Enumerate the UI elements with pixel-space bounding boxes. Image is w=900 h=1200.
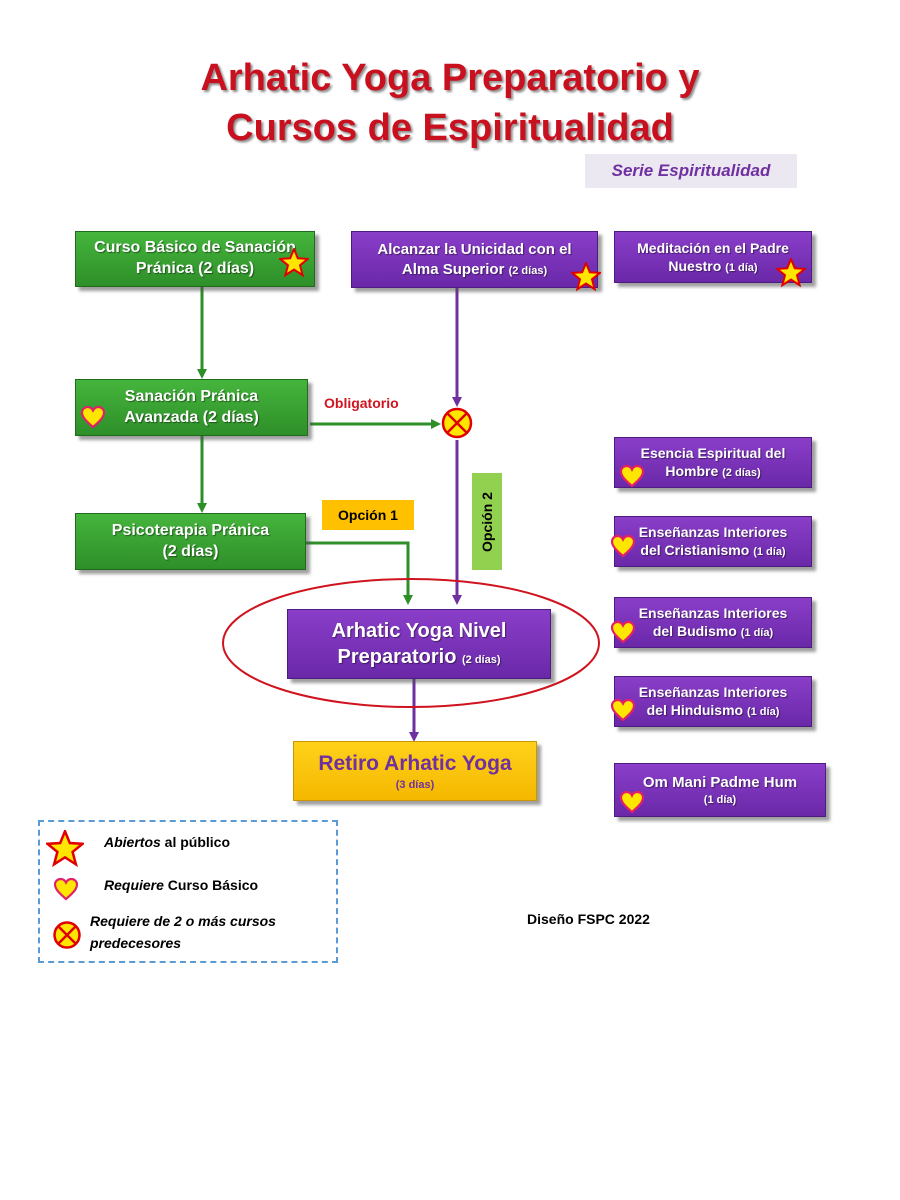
highlight-ellipse xyxy=(222,578,600,708)
course-psicoterapia-line1: Psicoterapia Pránica xyxy=(111,521,270,539)
course-arhatic-preparatorio: Arhatic Yoga Nivel Preparatorio (2 días) xyxy=(287,609,551,679)
legend-heart-icon xyxy=(53,877,79,901)
title-line-2: Cursos de Espiritualidad xyxy=(226,107,674,149)
course-budismo: Enseñanzas Interiores del Budismo (1 día… xyxy=(614,597,812,648)
legend: Abiertos al público Requiere Curso Básic… xyxy=(38,820,338,963)
course-psicoterapia: Psicoterapia Pránica (2 días) xyxy=(75,513,306,570)
course-esencia-line1: Esencia Espiritual del xyxy=(640,445,786,462)
course-cristianismo-line2: del Cristianismo xyxy=(640,542,750,559)
course-arhatic-preparatorio-duration: (2 días) xyxy=(461,654,501,666)
course-meditacion-padre-duration: (1 día) xyxy=(725,261,758,274)
course-meditacion-padre: Meditación en el Padre Nuestro (1 día) xyxy=(614,231,812,283)
course-sanacion-avanzada-line2: Avanzada (2 días) xyxy=(124,408,259,426)
course-meditacion-padre-line2: Nuestro xyxy=(668,257,722,274)
course-alcanzar-unicidad: Alcanzar la Unicidad con el Alma Superio… xyxy=(351,231,598,288)
course-curso-basico: Curso Básico de Sanación Pránica (2 días… xyxy=(75,231,315,287)
title-line-1: Arhatic Yoga Preparatorio y xyxy=(200,57,700,99)
course-hinduismo-duration: (1 día) xyxy=(746,706,780,719)
legend-heart-rest: Curso Básico xyxy=(163,877,259,893)
legend-circle-line1: Requiere de 2 o más cursos xyxy=(90,913,276,929)
course-alcanzar-unicidad-line2: Alma Superior xyxy=(401,260,505,278)
heart-icon xyxy=(610,620,636,644)
label-opcion-2-box: Opción 2 xyxy=(472,473,502,570)
heart-icon xyxy=(610,698,636,722)
legend-heart-em: Requiere xyxy=(104,877,164,893)
course-om-mani: Om Mani Padme Hum (1 día) xyxy=(614,763,826,817)
course-hinduismo: Enseñanzas Interiores del Hinduismo (1 d… xyxy=(614,676,812,727)
legend-star-text: Abiertos al público xyxy=(104,834,230,850)
crossed-circle-icon xyxy=(441,407,473,439)
course-psicoterapia-line2: (2 días) xyxy=(162,542,219,560)
legend-crossed-circle-icon xyxy=(53,921,81,949)
course-arhatic-preparatorio-line1: Arhatic Yoga Nivel xyxy=(331,620,507,642)
course-retiro-line1: Retiro Arhatic Yoga xyxy=(318,752,512,776)
footer-credit: Diseño FSPC 2022 xyxy=(527,911,650,927)
arrow-psicoterapia-to-arhatic xyxy=(306,541,413,605)
star-icon xyxy=(776,258,806,288)
course-budismo-line2: del Budismo xyxy=(652,623,737,640)
star-icon xyxy=(571,262,601,292)
heart-icon xyxy=(610,534,636,558)
course-cristianismo-duration: (1 día) xyxy=(753,546,786,559)
heart-icon xyxy=(619,790,645,814)
label-obligatorio: Obligatorio xyxy=(324,395,399,411)
series-label: Serie Espiritualidad xyxy=(585,154,797,188)
legend-circle-line2: predecesores xyxy=(90,935,182,951)
course-alcanzar-unicidad-line1: Alcanzar la Unicidad con el xyxy=(377,241,572,258)
course-alcanzar-unicidad-duration: (2 días) xyxy=(508,264,548,277)
course-om-mani-line1: Om Mani Padme Hum xyxy=(642,774,798,792)
course-budismo-duration: (1 día) xyxy=(740,627,774,640)
course-sanacion-avanzada-line1: Sanación Pránica xyxy=(124,387,259,405)
course-esencia-duration: (2 días) xyxy=(722,467,761,480)
course-hinduismo-line1: Enseñanzas Interiores xyxy=(638,684,788,701)
star-icon xyxy=(279,248,309,278)
legend-circle-text: Requiere de 2 o más cursos predecesores xyxy=(90,910,276,954)
heart-icon xyxy=(619,464,645,488)
legend-star-icon xyxy=(46,830,84,868)
course-esencia-line2: Hombre xyxy=(665,463,719,480)
course-arhatic-preparatorio-line2: Preparatorio xyxy=(337,646,457,668)
course-retiro-duration: (3 días) xyxy=(395,778,435,791)
label-opcion-2: Opción 2 xyxy=(479,491,495,552)
course-om-mani-duration: (1 día) xyxy=(703,793,737,806)
course-curso-basico-line1: Curso Básico de Sanación xyxy=(94,239,296,257)
legend-star-rest: al público xyxy=(160,834,231,850)
course-curso-basico-line2: Pránica (2 días) xyxy=(135,260,255,277)
course-cristianismo: Enseñanzas Interiores del Cristianismo (… xyxy=(614,516,812,567)
course-cristianismo-line1: Enseñanzas Interiores xyxy=(638,524,788,541)
legend-heart-text: Requiere Curso Básico xyxy=(104,877,258,893)
course-retiro: Retiro Arhatic Yoga (3 días) xyxy=(293,741,537,801)
course-budismo-line1: Enseñanzas Interiores xyxy=(638,605,788,622)
course-meditacion-padre-line1: Meditación en el Padre xyxy=(637,239,789,256)
label-opcion-1: Opción 1 xyxy=(322,500,414,530)
legend-star-em: Abiertos xyxy=(104,834,161,850)
heart-icon xyxy=(80,405,106,429)
course-sanacion-avanzada: Sanación Pránica Avanzada (2 días) xyxy=(75,379,308,436)
course-hinduismo-line2: del Hinduismo xyxy=(646,702,744,719)
course-esencia: Esencia Espiritual del Hombre (2 días) xyxy=(614,437,812,488)
